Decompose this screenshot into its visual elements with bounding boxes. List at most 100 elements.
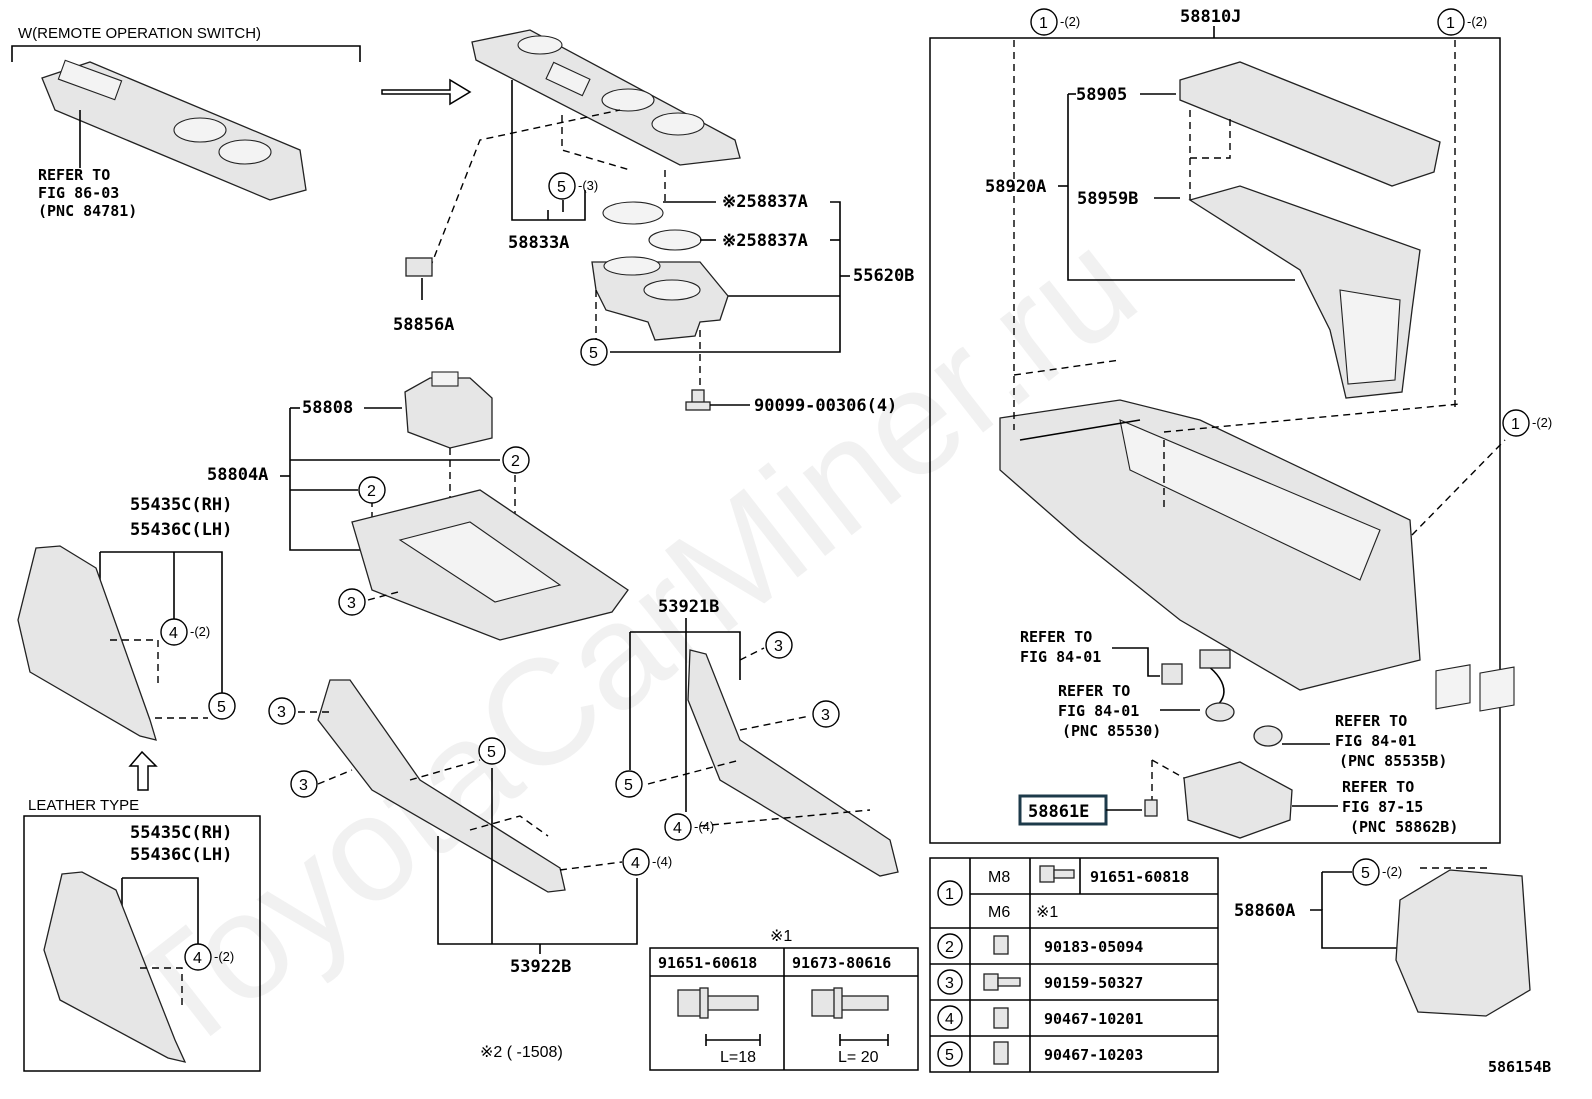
clip-58856A — [405, 257, 433, 277]
label-58861E[interactable]: 58861E — [1028, 802, 1089, 822]
screw-90099 — [685, 389, 711, 411]
label-58959B: 58959B — [1077, 189, 1138, 209]
remote-switch-caption: W(REMOTE OPERATION SWITCH) — [18, 25, 261, 42]
label-58837A-2: ※258837A — [722, 231, 808, 251]
svg-text:5: 5 — [217, 699, 226, 716]
label-58860A: 58860A — [1234, 901, 1295, 921]
svg-text:4: 4 — [193, 950, 202, 967]
screw-icon — [983, 973, 1021, 991]
socket-85530 — [1205, 702, 1235, 722]
table-num-2 — [937, 933, 963, 959]
svg-text:1: 1 — [1446, 15, 1455, 32]
console-upper-panel — [41, 59, 307, 201]
callout-1-c: 1 -(2) — [1502, 409, 1552, 437]
callout-2-a: 2 — [502, 446, 530, 474]
svg-text:-(2): -(2) — [1382, 864, 1402, 879]
svg-text:2: 2 — [367, 483, 376, 500]
callout-5-cup: 5 — [580, 338, 608, 366]
callout-4-r: 4 -(4) — [664, 813, 714, 841]
table-num-3-text: 3 — [945, 975, 954, 992]
leather-type-caption: LEATHER TYPE — [28, 797, 139, 814]
svg-text:3: 3 — [774, 638, 783, 655]
side-trim-53922B — [317, 679, 566, 893]
label-58833A: 58833A — [508, 233, 569, 253]
leather-type-box — [23, 815, 261, 1072]
bolt-icon — [677, 987, 759, 1019]
usb-port — [1199, 649, 1231, 669]
table-num-1 — [937, 880, 963, 906]
label-90099: 90099-00306(4) — [754, 396, 897, 416]
refer-r5-line2: FIG 87-15 — [1342, 798, 1423, 816]
arrow-up-icon — [128, 750, 158, 791]
callout-3-a: 3 — [338, 588, 366, 616]
callout-5-rear: 5 -(2) — [1352, 858, 1402, 886]
callout-5-r: 5 — [615, 770, 643, 798]
refer-r2-line2: FIG 84-01 — [1020, 648, 1101, 666]
clip-icon — [993, 1041, 1009, 1065]
star1-header-1: 91651-60618 — [658, 954, 757, 972]
callout-5-qty3: 5 -(3) — [548, 172, 598, 200]
caption-bracket — [11, 45, 361, 62]
svg-text:2: 2 — [511, 453, 520, 470]
callout-2-b: 2 — [358, 476, 386, 504]
armrest-hinge-58920A — [1188, 185, 1421, 399]
side-trim-53921B — [687, 649, 899, 877]
svg-text:-(2): -(2) — [214, 949, 234, 964]
clip-icon — [993, 935, 1009, 955]
refer-r5-line3: (PNC 58862B) — [1350, 818, 1458, 836]
table-part-90183-05094: 90183-05094 — [1044, 938, 1143, 956]
refer-r4-line3: (PNC 85535B) — [1339, 752, 1447, 770]
callout-4-mid: 4 -(4) — [622, 848, 672, 876]
label-58905: 58905 — [1076, 85, 1127, 105]
refer-r1-line2: FIG 86-03 — [38, 184, 119, 202]
callout-1-b: 1 -(2) — [1437, 8, 1487, 36]
cup-ring-upper — [602, 201, 664, 225]
label-53921B: 53921B — [658, 597, 719, 617]
label-58837A-1: ※258837A — [722, 192, 808, 212]
svg-text:5: 5 — [1361, 865, 1370, 882]
table-part-90467-10201: 90467-10201 — [1044, 1010, 1143, 1028]
console-panel-58833A — [471, 29, 741, 166]
svg-text:1: 1 — [1511, 416, 1520, 433]
table-num-4-text: 4 — [945, 1011, 954, 1028]
svg-text:-(3): -(3) — [578, 178, 598, 193]
console-box-58810J — [929, 37, 1501, 844]
table-size-M6: M6 — [988, 904, 1010, 921]
table-part-90159-50327: 90159-50327 — [1044, 974, 1143, 992]
callout-4-leather: 4 -(2) — [184, 943, 234, 971]
table-num-3 — [937, 969, 963, 995]
shift-cover-58808 — [404, 371, 493, 449]
console-tray-58804A — [351, 489, 629, 641]
cup-ring-lower — [648, 229, 702, 251]
table-num-2-text: 2 — [945, 939, 954, 956]
svg-text:5: 5 — [589, 345, 598, 362]
table-size-M8: M8 — [988, 869, 1010, 886]
switch-connector — [1161, 663, 1183, 685]
star1-table — [649, 947, 919, 1071]
svg-text:3: 3 — [277, 704, 286, 721]
armrest-lid-58905 — [1179, 61, 1441, 187]
callout-1-a: 1 -(2) — [1030, 8, 1080, 36]
rear-vent-58860A — [1395, 664, 1531, 1017]
callout-3-b: 3 — [268, 697, 296, 725]
label-58920A: 58920A — [985, 177, 1046, 197]
svg-text:-(4): -(4) — [694, 819, 714, 834]
svg-text:5: 5 — [624, 777, 633, 794]
label-55435C: 55435C(RH) — [130, 495, 232, 515]
label-55436C-leather: 55436C(LH) — [130, 845, 232, 865]
label-55435C-leather: 55435C(RH) — [130, 823, 232, 843]
star1-length-1: L=18 — [720, 1049, 756, 1066]
callout-3-c: 3 — [290, 770, 318, 798]
table-num-5 — [937, 1041, 963, 1067]
bolt-icon — [811, 987, 889, 1019]
arrow-icon — [381, 78, 472, 106]
table-num-1-text: 1 — [945, 886, 954, 903]
label-55620B: 55620B — [853, 266, 914, 286]
label-58856A: 58856A — [393, 315, 454, 335]
fastener-table — [929, 857, 1219, 1073]
label-58804A: 58804A — [207, 465, 268, 485]
svg-text:-(2): -(2) — [190, 624, 210, 639]
refer-r3-line3: (PNC 85530) — [1062, 722, 1161, 740]
side-panel-leather — [43, 871, 187, 1063]
svg-text:4: 4 — [631, 855, 640, 872]
